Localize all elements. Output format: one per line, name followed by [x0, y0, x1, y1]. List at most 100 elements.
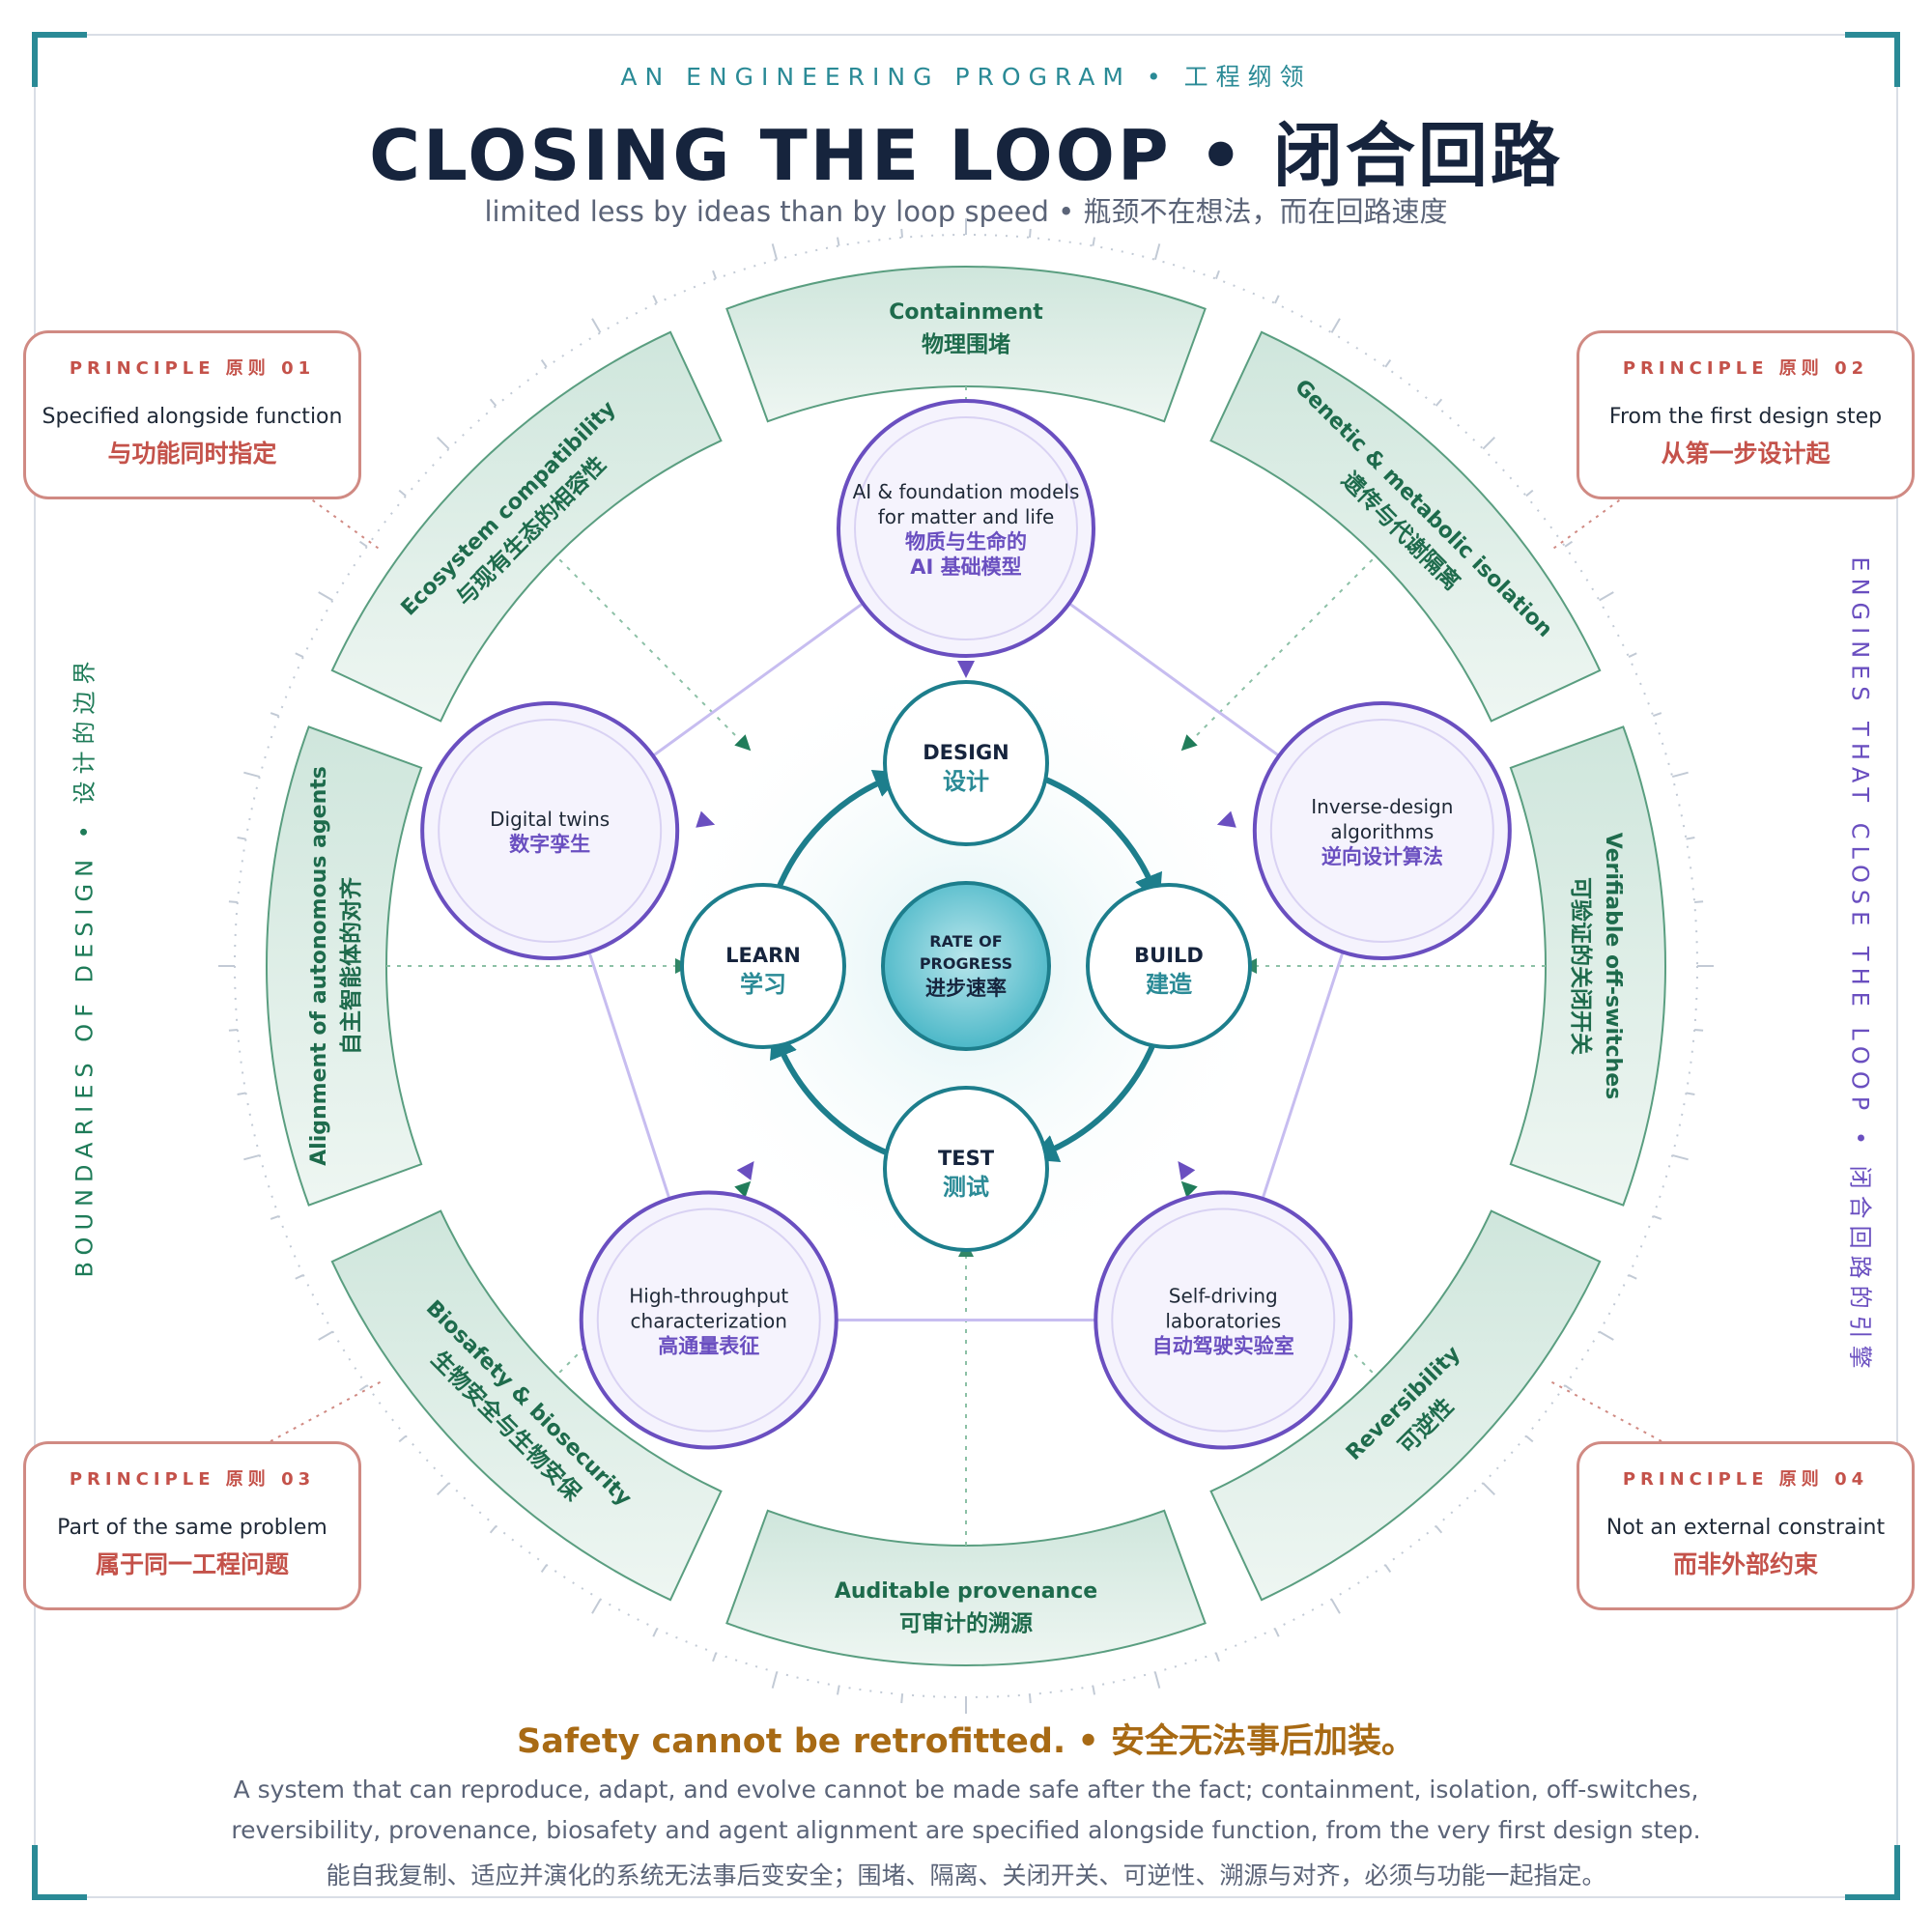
tick-mark	[1599, 591, 1614, 602]
hub-circle	[881, 881, 1051, 1051]
engine-label-zh: 数字孪生	[509, 833, 590, 856]
tick-mark	[1214, 270, 1220, 279]
loop-stage: LEARN 学习	[680, 883, 846, 1049]
engine-label-zh: 高通量表征	[658, 1334, 759, 1357]
engine-circle	[1252, 701, 1512, 961]
tick-mark	[1628, 652, 1637, 658]
outer-tick-ring	[218, 218, 1714, 1714]
loop-stage-en: BUILD	[1134, 944, 1204, 967]
engine-label-en: characterization	[631, 1309, 787, 1332]
tick-mark	[900, 228, 904, 238]
principle-card-04: PRINCIPLE 原则 04 Not an external constrai…	[1577, 1441, 1915, 1610]
tick-mark	[295, 1274, 304, 1280]
loop-arrow	[1028, 1040, 1157, 1162]
footer-line-2: reversibility, provenance, biosafety and…	[231, 1816, 1701, 1844]
tick-mark	[837, 1686, 840, 1695]
engine-inner-ring	[596, 1208, 821, 1433]
loop-stage-en: LEARN	[725, 944, 801, 967]
loop-stage-circle	[883, 1086, 1049, 1252]
footer-line-1: A system that can reproduce, adapt, and …	[233, 1776, 1699, 1804]
boundary-label-zh: 可审计的溯源	[899, 1610, 1033, 1636]
header-kicker: AN ENGINEERING PROGRAM • 工程纲领	[620, 63, 1312, 91]
principle-en: Not an external constraint	[1605, 1516, 1886, 1540]
loop-arrow	[775, 770, 904, 892]
tick-mark	[771, 1671, 779, 1689]
loop-stage-zh: 测试	[943, 1174, 989, 1201]
tick-mark	[1686, 1092, 1695, 1095]
hub-label-zh: 进步速率	[925, 977, 1007, 1000]
loop-stage-en: DESIGN	[923, 741, 1009, 764]
tick-mark	[591, 1599, 602, 1614]
frame-border	[34, 34, 1898, 1898]
tick-mark	[1092, 1686, 1095, 1695]
loop-stage-zh: 设计	[943, 768, 989, 795]
tick-mark	[1671, 771, 1689, 779]
tick-mark	[1274, 295, 1280, 304]
engine-arrowhead	[1216, 810, 1236, 828]
engine-label-en: algorithms	[1330, 820, 1434, 843]
engine-circle	[837, 399, 1095, 658]
tick-mark	[1694, 900, 1704, 904]
tick-mark	[1653, 712, 1662, 718]
engine-inner-ring	[854, 416, 1078, 640]
principle-zh: 而非外部约束	[1672, 1550, 1818, 1578]
engine-label-zh: 自动驾驶实验室	[1152, 1334, 1294, 1357]
tick-mark	[1686, 837, 1695, 840]
principle-zh: 属于同一工程问题	[95, 1550, 289, 1578]
loop-stage-circle	[1086, 883, 1252, 1049]
tick-mark	[358, 540, 368, 548]
loop-arrow	[1040, 775, 1162, 904]
boundary-connector	[558, 558, 742, 742]
boundary-label-zh: 物理围堵	[922, 331, 1010, 357]
tick-mark	[1694, 1028, 1704, 1032]
tick-mark	[1092, 237, 1095, 246]
tick-mark	[295, 652, 304, 658]
tick-mark	[1384, 358, 1392, 368]
loop-stage: DESIGN 设计	[883, 680, 1049, 846]
engine-arrowhead	[736, 1160, 754, 1180]
loop-stage-circle	[680, 883, 846, 1049]
tick-mark	[652, 1628, 658, 1637]
footer-headline: Safety cannot be retrofitted. • 安全无法事后加装…	[517, 1722, 1415, 1761]
tick-mark	[1028, 1694, 1032, 1704]
hub-label-en: RATE OF	[929, 932, 1002, 951]
loop-stage-zh: 建造	[1146, 971, 1192, 998]
loop-stage-circle	[883, 680, 1049, 846]
boundary-label-en: Verifiable off-switches	[1601, 833, 1625, 1099]
tick-mark	[436, 436, 450, 450]
footer-line-3: 能自我复制、适应并演化的系统无法事后变安全；围堵、隔离、关闭开关、可逆性、溯源与…	[326, 1861, 1606, 1889]
tick-mark	[1564, 540, 1574, 548]
tick-mark	[1214, 1653, 1220, 1662]
corner-tr	[1845, 32, 1900, 87]
principle-en: Part of the same problem	[57, 1516, 327, 1540]
tick-mark	[358, 1384, 368, 1392]
tick-mark	[1671, 1153, 1689, 1161]
boundary-connector	[1190, 558, 1374, 742]
principle-card-03: PRINCIPLE 原则 03 Part of the same problem…	[23, 1441, 361, 1610]
engine-label-en: Self-driving	[1169, 1284, 1278, 1307]
principle-en: Specified alongside function	[42, 405, 343, 429]
tick-mark	[489, 398, 497, 407]
hub-label-en: PROGRESS	[920, 954, 1012, 973]
engine-label-zh: 逆向设计算法	[1321, 845, 1443, 868]
tick-mark	[1653, 1214, 1662, 1220]
principle-tag: PRINCIPLE 原则 02	[1622, 358, 1869, 379]
engine-label-en: Inverse-design	[1311, 795, 1453, 818]
tick-mark	[398, 489, 407, 497]
page-title: CLOSING THE LOOP • 闭合回路	[369, 115, 1563, 196]
tick-mark	[900, 1694, 904, 1704]
tick-mark	[318, 1330, 333, 1341]
tick-mark	[398, 1435, 407, 1443]
tick-mark	[270, 1214, 279, 1220]
tick-mark	[712, 270, 718, 279]
loop-stage-zh: 学习	[740, 971, 786, 998]
principle-card-02: PRINCIPLE 原则 02 From the first design st…	[1577, 330, 1915, 499]
engine-inner-ring	[438, 719, 663, 944]
